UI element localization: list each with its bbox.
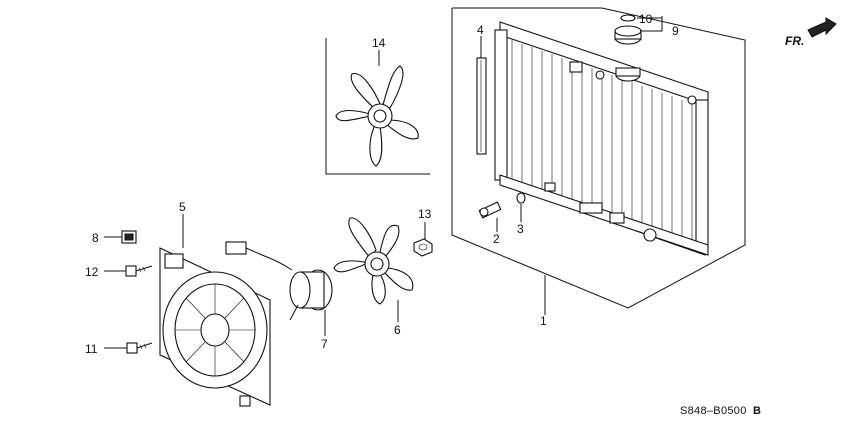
callout-14: 14 — [372, 36, 386, 50]
front-label: FR. — [785, 34, 804, 48]
callout-3: 3 — [517, 222, 524, 236]
fan-shroud[interactable] — [159, 247, 271, 407]
clip[interactable] — [121, 230, 137, 244]
flange-bolt-upper[interactable] — [125, 265, 153, 277]
callout-8: 8 — [92, 231, 99, 245]
radiator-group-outline — [451, 7, 746, 309]
callout-13: 13 — [418, 207, 432, 221]
o-ring[interactable] — [516, 192, 526, 204]
fan-inset-outline — [325, 38, 430, 175]
drain-plug[interactable] — [478, 201, 502, 219]
callouts: 1 2 3 4 5 6 7 8 9 10 11 12 13 14 — [85, 12, 679, 356]
callout-5: 5 — [179, 200, 186, 214]
radiator[interactable] — [494, 21, 709, 256]
callout-12: 12 — [85, 265, 99, 279]
radiator-cap[interactable] — [614, 25, 642, 45]
leader-lines — [104, 16, 663, 349]
callout-10: 10 — [639, 12, 653, 26]
front-direction-indicator: FR. — [785, 17, 837, 48]
alt-cooling-fan[interactable] — [335, 65, 419, 167]
fan-motor[interactable] — [225, 241, 333, 321]
cooling-fan[interactable] — [333, 217, 414, 305]
callout-9: 9 — [672, 24, 679, 38]
flange-bolt-lower[interactable] — [126, 342, 153, 354]
callout-6: 6 — [394, 323, 401, 337]
radiator-cushion[interactable] — [476, 57, 487, 155]
drawing-code-text: S848–B0500 — [680, 405, 747, 417]
callout-11: 11 — [85, 342, 98, 356]
drawing-code: S848–B0500 B — [680, 405, 761, 417]
cap-seal[interactable] — [620, 14, 636, 22]
radiator-filler-neck — [615, 67, 641, 82]
arrow-icon — [807, 17, 837, 38]
drawing-code-suffix: B — [753, 405, 761, 417]
fan-nut[interactable] — [413, 238, 433, 257]
callout-4: 4 — [477, 23, 484, 37]
radiator-fins — [511, 40, 693, 248]
callout-1: 1 — [540, 314, 547, 328]
callout-2: 2 — [493, 232, 500, 246]
callout-7: 7 — [321, 337, 328, 351]
